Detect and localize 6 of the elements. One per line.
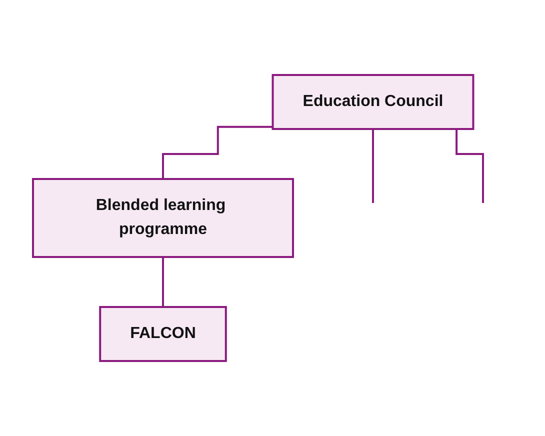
connector [372, 128, 374, 204]
connector [162, 256, 164, 308]
connector [162, 126, 272, 180]
node-box: Blended learning programme [32, 178, 294, 258]
node-box: FALCON [98, 306, 226, 362]
node-box: Education Council [271, 74, 474, 130]
